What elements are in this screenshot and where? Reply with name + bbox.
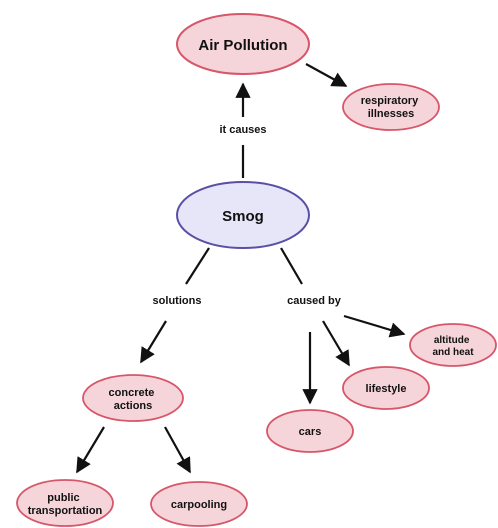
arrow-concrete-to-public (76, 426, 105, 474)
node-public-line2: transportation (28, 505, 103, 517)
node-air-pollution-label: Air Pollution (198, 37, 287, 54)
arrow-solutions-to-concrete (140, 320, 167, 364)
arrow-caused-by-to-altitude (343, 314, 406, 338)
svg-text:concrete actions: concrete actions (109, 387, 158, 412)
node-cars-label: cars (299, 426, 322, 438)
link-label-caused-by: caused by (287, 295, 342, 307)
svg-text:respiratory illnesses: respiratory illnesses (361, 95, 422, 120)
node-respiratory-line1: respiratory (361, 95, 419, 107)
node-altitude-and-heat[interactable]: altitude and heat (409, 323, 497, 367)
node-public-line1: public (47, 492, 79, 504)
arrow-air-pollution-to-respiratory (305, 63, 348, 87)
node-carpooling[interactable]: carpooling (150, 481, 248, 527)
node-smog-label: Smog (222, 208, 264, 225)
node-carpooling-label: carpooling (171, 499, 227, 511)
connectors (76, 63, 406, 474)
node-respiratory-line2: illnesses (368, 108, 414, 120)
node-concrete-actions[interactable]: concrete actions (82, 374, 184, 422)
node-lifestyle-label: lifestyle (366, 383, 407, 395)
svg-text:altitude and heat: altitude and heat (432, 335, 474, 358)
link-label-solutions: solutions (153, 295, 202, 307)
node-cars[interactable]: cars (266, 409, 354, 453)
node-smog[interactable]: Smog (176, 181, 310, 249)
svg-text:public transportation: public transportation (28, 492, 103, 517)
node-air-pollution[interactable]: Air Pollution (176, 13, 310, 75)
node-public-transportation[interactable]: public transportation (16, 479, 114, 527)
node-altitude-line1: altitude (434, 335, 470, 346)
node-concrete-line2: actions (114, 400, 153, 412)
arrow-caused-by-to-lifestyle (322, 320, 350, 367)
node-altitude-line2: and heat (432, 347, 474, 358)
edge-smog-to-caused-by (280, 247, 303, 285)
node-respiratory-illnesses[interactable]: respiratory illnesses (342, 83, 440, 131)
link-label-it-causes: it causes (219, 124, 266, 136)
node-concrete-line1: concrete (109, 387, 155, 399)
edge-smog-to-solutions (185, 247, 210, 285)
arrow-concrete-to-carpooling (164, 426, 191, 474)
node-lifestyle[interactable]: lifestyle (342, 366, 430, 410)
